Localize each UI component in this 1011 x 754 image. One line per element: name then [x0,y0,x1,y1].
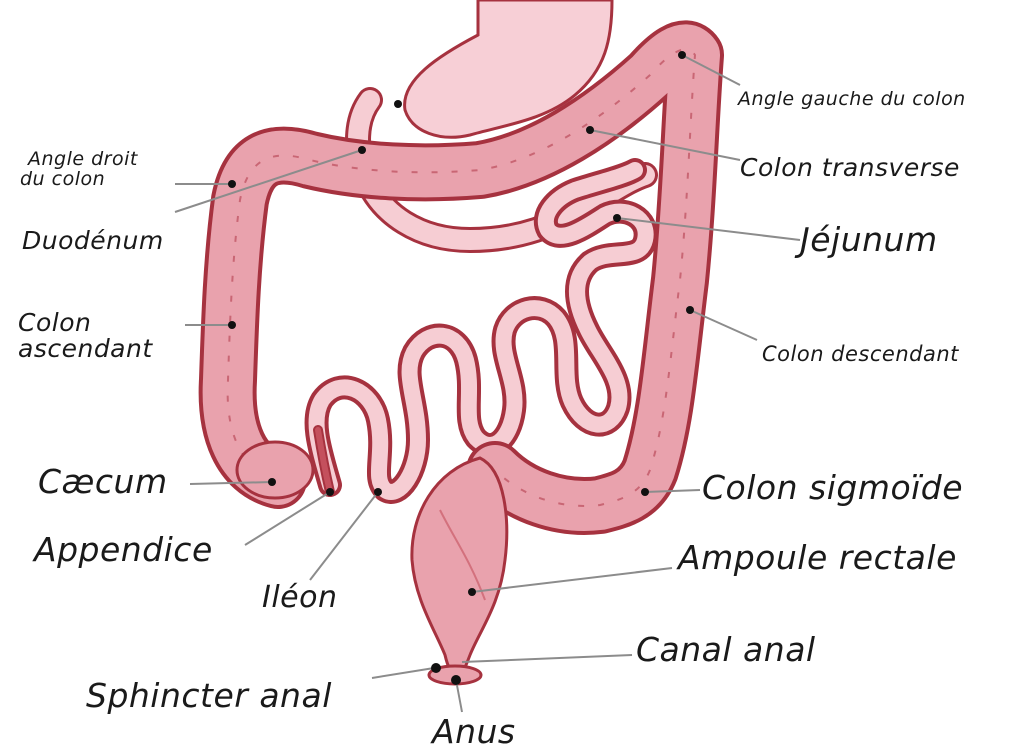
dot-jejunum [613,214,621,222]
dot-anus [451,675,461,685]
caecum-pouch [237,442,313,498]
label-colon-ascendant-line1: Colon [18,310,153,336]
label-colon-descendant: Colon descendant [762,342,959,366]
label-angle-droit: Angle droit du colon [28,150,138,190]
label-colon-ascendant: Colon ascendant [18,310,153,363]
dot-sphincter-anal [431,663,441,673]
label-caecum: Cæcum [38,462,168,501]
dot-appendice [326,488,334,496]
label-sphincter-anal: Sphincter anal [86,676,332,715]
rectum [412,458,507,684]
label-colon-sigmoide: Colon sigmoïde [702,468,963,507]
dot-colon-descendant [686,306,694,314]
dot-colon-sigmoide [641,488,649,496]
label-colon-transverse: Colon transverse [740,153,960,182]
label-appendice: Appendice [34,530,213,569]
leader-ileon [310,492,378,580]
dot-colon-ascendant [228,321,236,329]
dot-caecum [268,478,276,486]
label-ampoule-rectale: Ampoule rectale [678,538,957,577]
dot-ileon [374,488,382,496]
dot-angle-gauche [678,51,686,59]
dot-duodenum [358,146,366,154]
label-angle-gauche: Angle gauche du colon [738,88,966,110]
dot-colon-transverse [586,126,594,134]
dot-ampoule-rectale [468,588,476,596]
label-angle-droit-line2: du colon [20,170,138,190]
leader-sphincter-anal [372,668,434,678]
label-jejunum: Jéjunum [800,220,938,259]
label-angle-droit-line1: Angle droit [28,150,138,170]
label-anus: Anus [432,712,516,751]
leader-canal-anal [462,655,632,662]
dot-angle-droit [228,180,236,188]
label-colon-ascendant-line2: ascendant [18,336,153,362]
dot-stomach [394,100,402,108]
label-duodenum: Duodénum [22,226,164,255]
small-intestine [317,170,646,492]
label-ileon: Iléon [262,580,338,615]
label-canal-anal: Canal anal [636,630,816,669]
